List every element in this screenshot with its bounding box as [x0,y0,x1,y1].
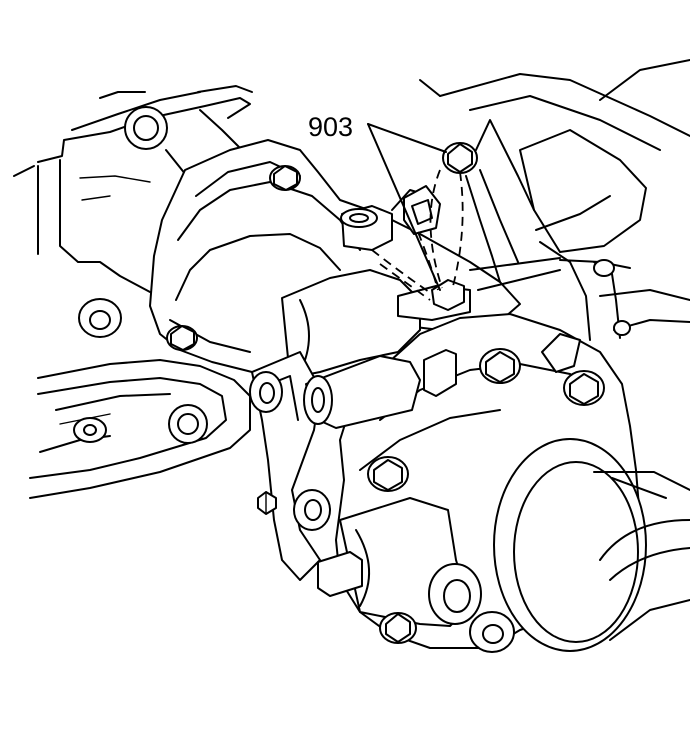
case-bushing-bottom [469,611,515,653]
upper-sleeve [340,205,393,251]
connector-lower-left [317,551,363,597]
case-bolt-bottom [379,612,417,644]
bracket-washer-top [249,371,283,413]
oil-pan-bolt-boss-right [168,404,208,444]
frame-bolt-far-right [613,320,631,336]
leader-line-lower [367,123,441,291]
callout-bolt-upper [442,142,478,174]
callout-903: 903 [308,112,447,291]
connector-middle [423,349,457,397]
left-washer [78,298,122,338]
engine-block-ring [124,106,168,150]
lower-cylinder [339,497,482,627]
bracket-washer-bottom [293,489,331,531]
callout-label-903: 903 [308,112,353,142]
oil-pan-bolt-boss-left [73,417,107,443]
housing-bolt-left [166,325,198,351]
output-flange [493,438,690,652]
case-bolt-right [563,370,605,406]
installation-dashed-lines [371,169,464,301]
case-bolt-left [367,456,409,492]
case-bolt-center [479,348,521,384]
housing-bolt-top [269,165,301,191]
leader-line-upper [367,123,447,153]
frame-bolt-right [593,259,615,277]
connector-right [541,333,581,373]
front-cylinder [303,355,421,429]
callout-clip-middle [403,185,441,235]
small-stud [257,491,277,515]
oil-pan-outline [29,359,251,499]
frame-crossmember [419,59,690,341]
